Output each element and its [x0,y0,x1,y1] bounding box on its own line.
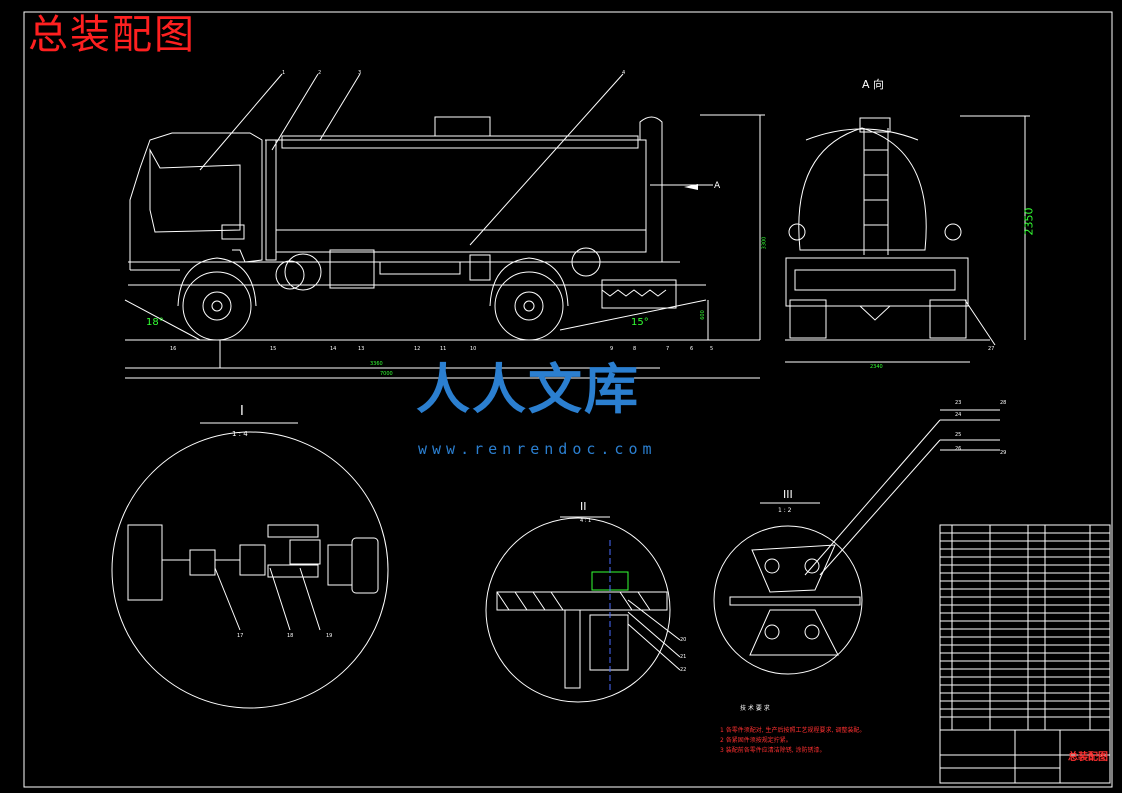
title-block-name: 总装配图 [1068,752,1108,763]
view-a-label: A 向 [862,78,885,91]
watermark-url: www.renrendoc.com [418,440,657,458]
part-callout: 16 [170,346,177,352]
part-callout: 17 [237,633,244,639]
dim-departure-angle: 15° [631,317,649,328]
part-callout: 2 [318,70,322,76]
tech-requirements-heading: 技 术 要 求 [740,705,770,712]
part-callout: 24 [955,412,962,418]
watermark-text: 人人文库 [416,357,640,421]
detail-1 [111,422,389,709]
part-callout: 10 [470,346,477,352]
dim-total-length: 7000 [380,371,393,377]
detail-2-label: II [580,500,587,513]
tech-requirement-3: 3 装配前各零件应清洁除锈, 涂防锈漆。 [720,747,826,754]
part-callout: 1 [282,70,286,76]
tech-requirement-1: 1 各零件须配对, 生产后按照工艺规程要求, 调整装配。 [720,727,866,734]
detail-3-label: III [783,488,793,501]
part-callout: 7 [666,346,670,352]
dim-approach-angle: 18° [146,317,164,328]
dim-side-height: 3300 [761,236,768,250]
part-callout: 22 [680,667,687,673]
part-callout: 18 [287,633,294,639]
part-callout: 13 [358,346,365,352]
part-callout: 23 [955,400,962,406]
part-callout: 20 [680,637,687,643]
detail-3-scale: 1 : 2 [778,507,792,514]
view-a-arrow-label: A [714,181,721,191]
rear-view [785,115,1030,363]
part-callout: 11 [440,346,447,352]
detail-2-scale: 4 : 1 [580,518,592,524]
part-callout: 26 [955,446,962,452]
drawing-frame [23,11,1113,788]
part-callout: 6 [690,346,694,352]
dim-rear-overhang: 600 [699,310,706,320]
part-callout: 3 [358,70,362,76]
part-callout: 14 [330,346,337,352]
part-callout: 19 [326,633,333,639]
dim-rear-width: 2340 [870,364,883,370]
detail-2 [485,516,681,703]
part-callout: 21 [680,654,687,660]
dim-wheelbase: 3360 [370,361,383,367]
part-callout: 15 [270,346,277,352]
part-callout: 29 [1000,450,1007,456]
dim-rear-height: 2350 [1022,207,1036,236]
part-callout: 9 [610,346,614,352]
title-block [939,524,1111,784]
part-callout: 27 [988,346,995,352]
part-callout: 5 [710,346,714,352]
detail-1-label: I [240,404,244,419]
part-callout: 12 [414,346,421,352]
part-callout: 25 [955,432,962,438]
side-view [124,73,765,379]
part-callout: 8 [633,346,637,352]
tech-requirement-2: 2 各紧固件须按规定拧紧。 [720,737,792,744]
part-callout: 4 [622,70,626,76]
detail-3 [713,409,1000,675]
drawing-title: 总装配图 [28,12,196,58]
detail-1-scale: 1 : 4 [232,430,248,438]
part-callout: 28 [1000,400,1007,406]
